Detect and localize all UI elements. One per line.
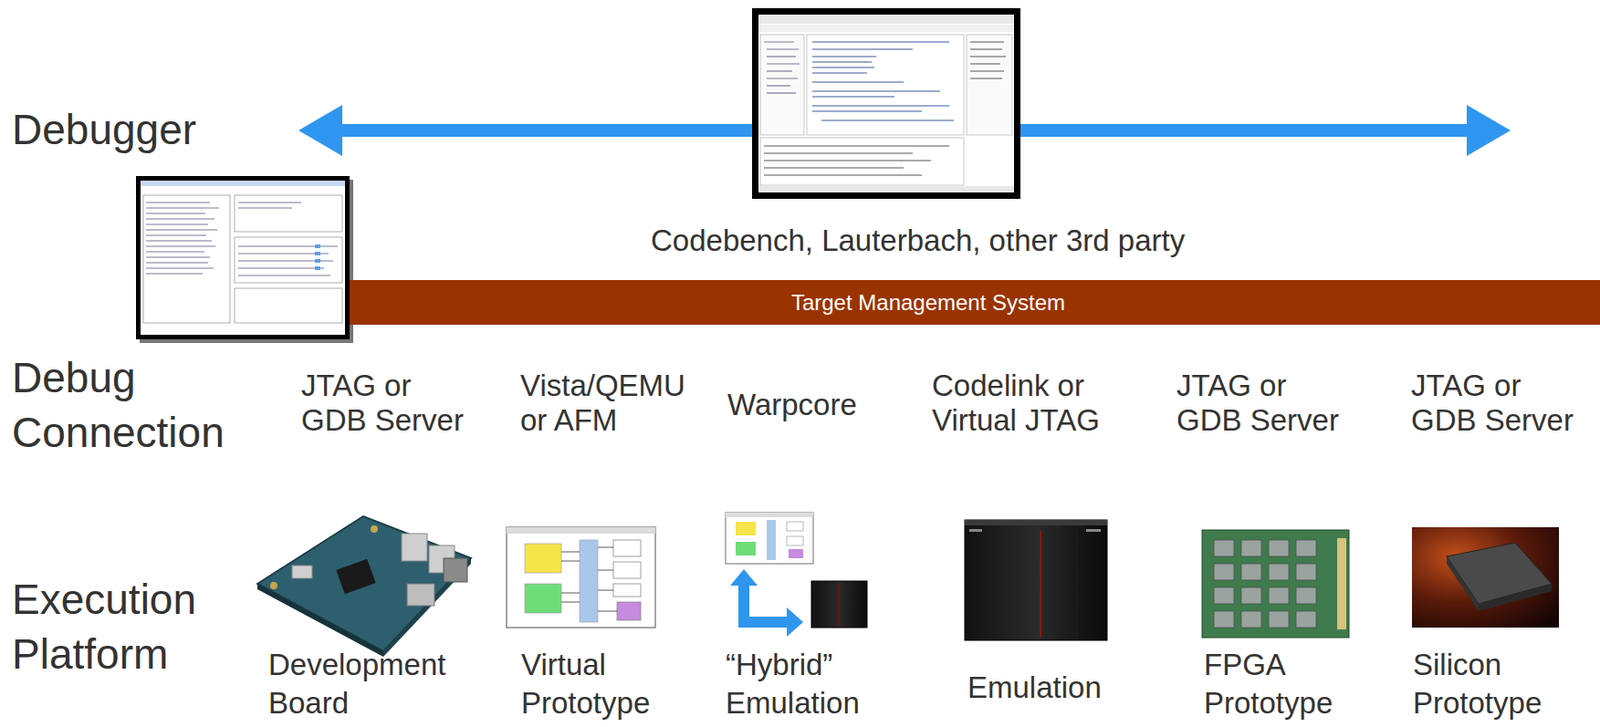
connection-label: JTAG or GDB Server: [301, 368, 471, 439]
row-heading: Debugger: [11, 104, 197, 156]
row-heading: Debug Connection: [11, 350, 250, 461]
platform-label: “Hybrid” Emulation: [725, 646, 872, 723]
label-slot: JTAG or GDB Server: [1411, 368, 1580, 439]
ide-screenshot: [752, 8, 1021, 199]
silicon-chip: [1411, 527, 1559, 628]
management-band: Target Management System: [349, 280, 1600, 325]
label-slot: Emulation: [967, 669, 1102, 708]
label-slot: JTAG or GDB Server: [1176, 368, 1346, 439]
virtual-prototype-screenshot: [506, 527, 656, 628]
platform-label: FPGA Prototype: [1203, 646, 1350, 723]
label-slot: Warpcore: [727, 387, 858, 423]
label-slot: “Hybrid” Emulation: [725, 646, 872, 723]
label-slot: Virtual Prototype: [521, 646, 668, 723]
platform-label: Silicon Prototype: [1412, 646, 1559, 723]
label-slot: Debugger: [11, 104, 197, 156]
platform-label: Virtual Prototype: [521, 646, 668, 723]
label-slot: Development Board: [268, 646, 451, 723]
development-board: [257, 516, 471, 658]
connection-label: Warpcore: [727, 387, 858, 423]
label-slot: Silicon Prototype: [1412, 646, 1559, 723]
label-slot: JTAG or GDB Server: [301, 368, 471, 439]
connection-label: Vista/QEMU or AFM: [520, 368, 694, 439]
label-slot: Codelink or Virtual JTAG: [931, 368, 1110, 439]
row-heading: Execution Platform: [11, 572, 250, 682]
tool-list: Codebench, Lauterbach, other 3rd party: [650, 222, 1185, 260]
emulator-cabinet: [964, 520, 1108, 641]
tms-screenshot: [135, 176, 354, 344]
fpga-board: [1202, 530, 1350, 638]
platform-label: Emulation: [967, 669, 1102, 708]
hybrid-illustration: [725, 512, 868, 638]
band-title: Target Management System: [791, 290, 1066, 316]
connection-label: JTAG or GDB Server: [1411, 368, 1580, 439]
label-slot: Codebench, Lauterbach, other 3rd party: [650, 222, 1185, 260]
connection-label: Codelink or Virtual JTAG: [931, 368, 1110, 439]
label-slot: Debug Connection: [11, 350, 250, 461]
label-slot: FPGA Prototype: [1203, 646, 1350, 723]
connection-label: JTAG or GDB Server: [1176, 368, 1346, 439]
label-slot: Vista/QEMU or AFM: [520, 368, 694, 439]
label-slot: Execution Platform: [11, 572, 250, 682]
platform-label: Development Board: [268, 646, 451, 723]
